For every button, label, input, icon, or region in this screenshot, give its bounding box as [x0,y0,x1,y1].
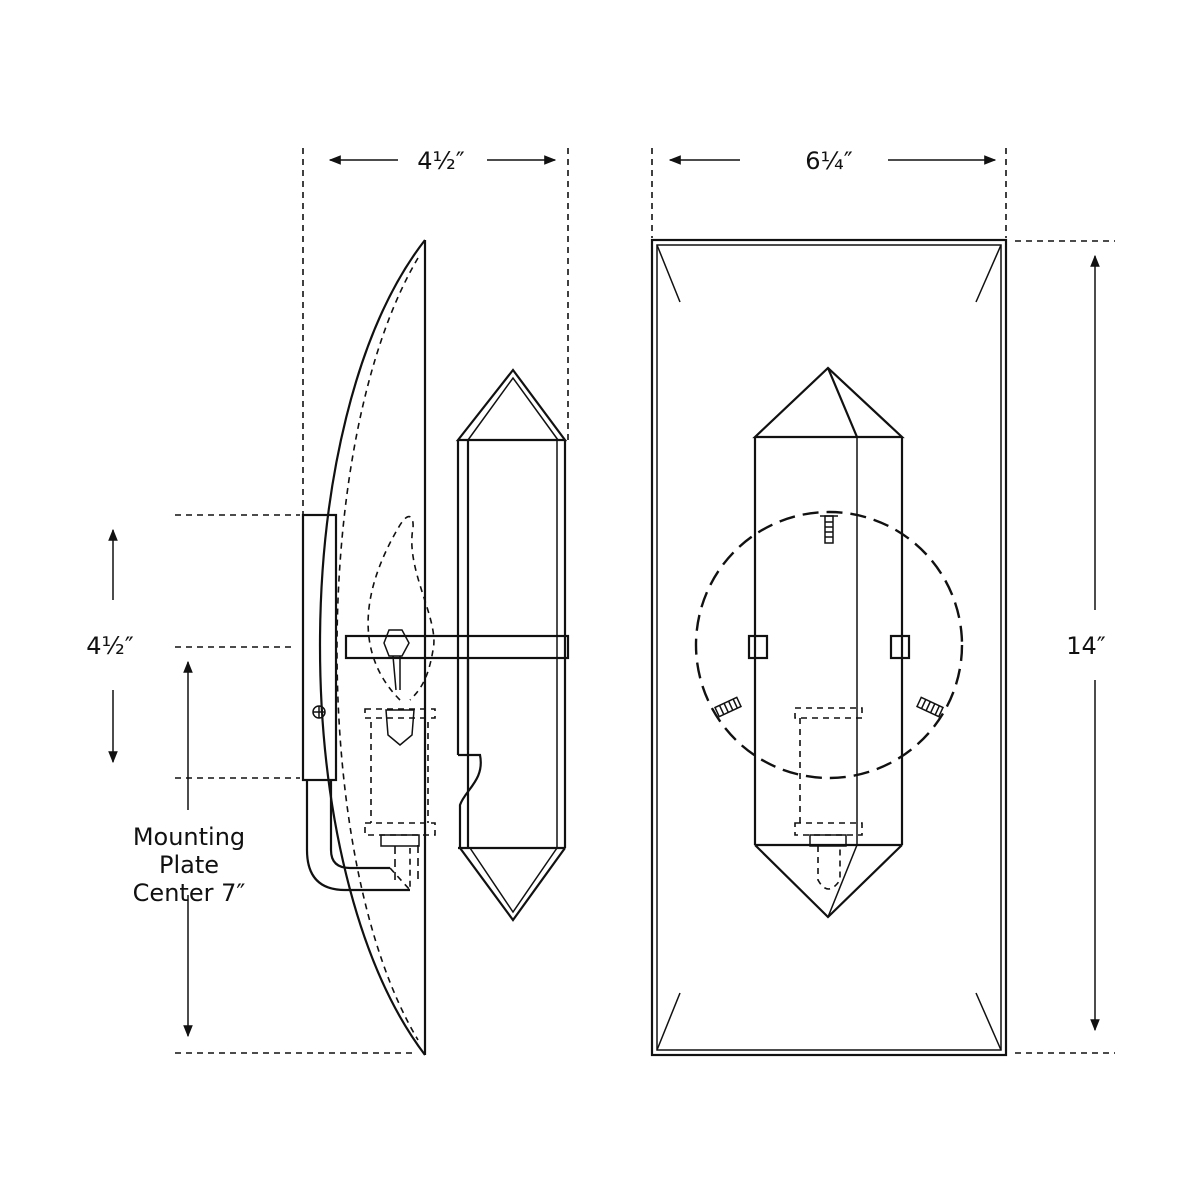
socket-cup [364,822,436,836]
crystal-front [752,366,905,919]
plate-center-label-3: Center 7″ [133,879,246,907]
bulb-base [385,655,415,746]
arm-joint [389,848,411,893]
socket-top [794,707,863,719]
screw-right-icon [916,696,944,718]
plate-height-label: 4½″ [86,632,134,660]
flame-bulb [367,515,435,701]
socket-stem [394,845,419,880]
height-label: 14″ [1066,632,1106,660]
shade-outline [319,239,426,1056]
side-view: 4½″ [86,147,570,1056]
backplate-inner [656,244,1002,1051]
backplate-bevel [656,244,1002,1051]
canopy-outline [694,510,964,780]
plate-center-label-1: Mounting [133,823,245,851]
front-view: 6¼″ [650,147,1115,1057]
socket-top [364,708,436,719]
shade-inner-edge [336,257,419,1041]
bulb-filament [383,629,410,657]
bulb-tip [817,846,841,890]
screw-icon [312,705,326,719]
screw-top-icon [820,515,838,544]
clip-left [747,634,769,660]
plate-center-label-2: Plate [159,851,219,879]
screw-left-icon [714,696,742,718]
socket-base [809,834,847,847]
width-label: 6¼″ [805,147,853,175]
clip-right [889,634,911,660]
arm-inner [329,780,390,870]
backplate-outer [650,238,1008,1057]
depth-label: 4½″ [417,147,465,175]
socket-cup [794,822,863,836]
socket-base [380,834,420,847]
arm-outer [305,780,410,892]
mounting-plate [301,513,338,782]
socket-sleeve [370,722,429,823]
crystal-side [455,368,568,922]
